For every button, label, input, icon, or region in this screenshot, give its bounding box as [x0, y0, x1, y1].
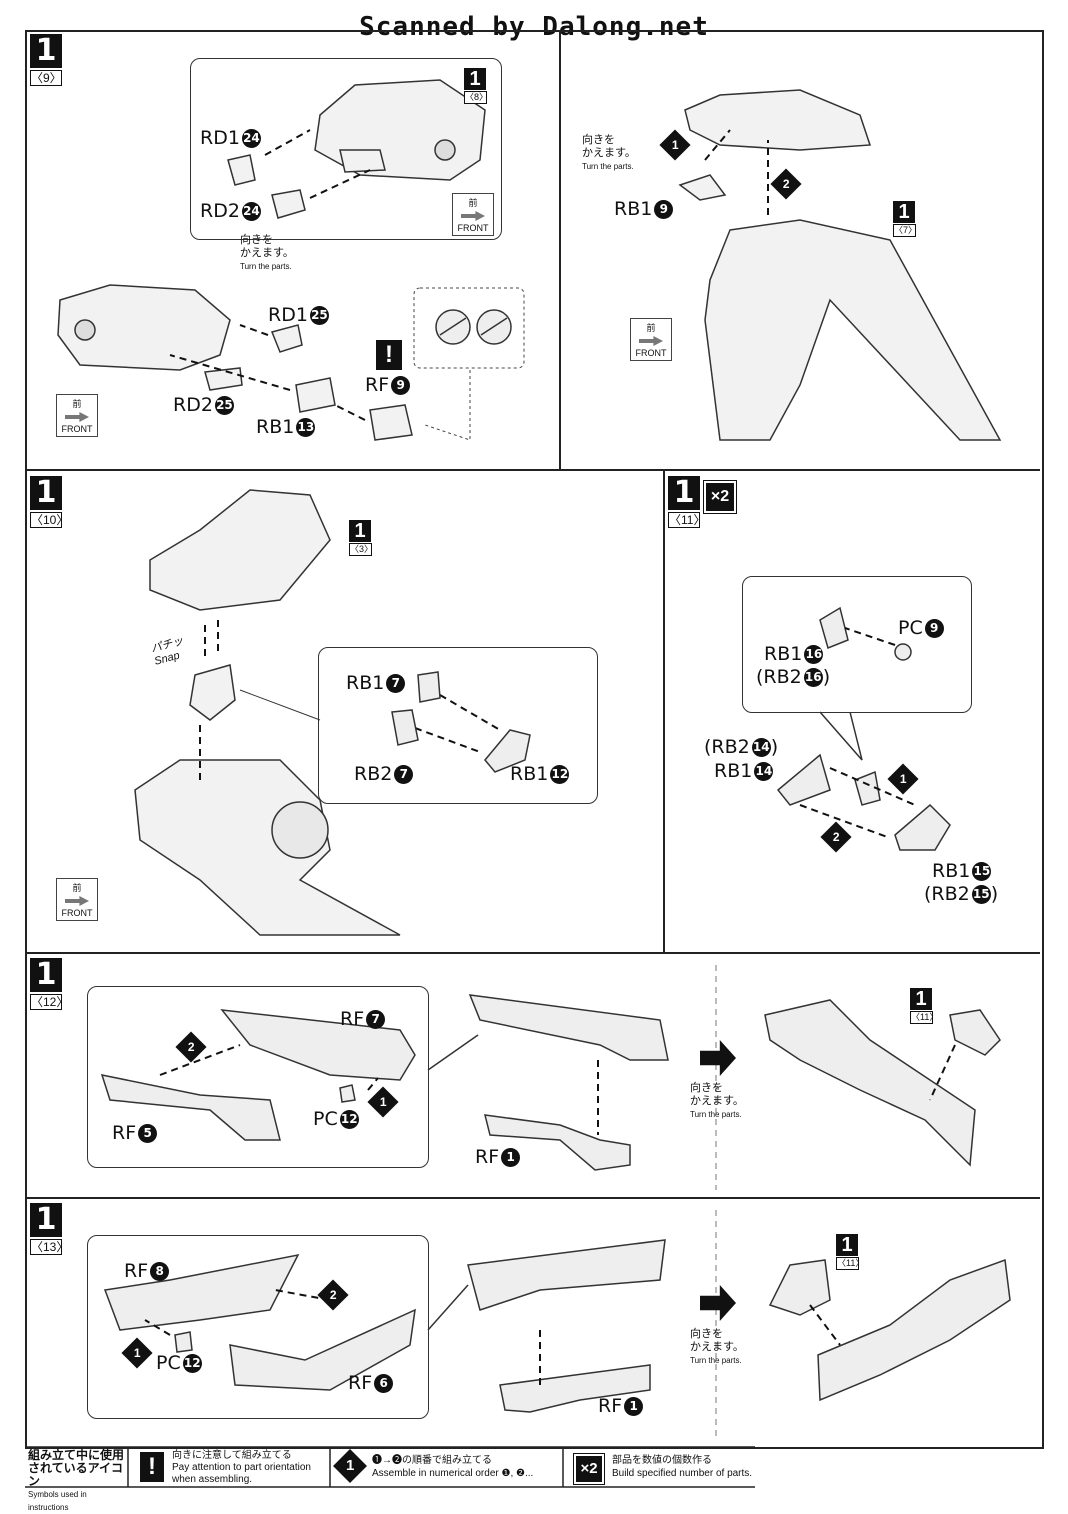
step9-arrows [169, 129, 371, 421]
step9-drawing [57, 79, 486, 441]
step10-ref-sub: 〈3〉 [349, 543, 374, 556]
step11-sub: 〈11〉 [668, 512, 706, 528]
step10-sub: 〈10〉 [30, 512, 69, 528]
turn-note-step9b: 向きをかえます。Turn the parts. [582, 134, 636, 171]
step12-ref-number: 1 [910, 988, 932, 1010]
step13-ref-sub: 〈11〉 [836, 1257, 865, 1270]
step13-drawing [103, 1239, 1011, 1413]
step9-ref-sub: 〈8〉 [464, 91, 489, 104]
multiply-icon: ×2 [703, 480, 737, 514]
step12-callout [87, 986, 429, 1168]
step13-callout [87, 1235, 429, 1419]
step12-sub: 〈12〉 [30, 994, 69, 1010]
step13-ref-number: 1 [836, 1234, 858, 1256]
step9-rf9-detail [413, 287, 525, 369]
step10-ref-number: 1 [349, 520, 371, 542]
scan-credit: Scanned by Dalong.net [359, 12, 709, 42]
turn-note-step12: 向きをかえます。Turn the parts. [690, 1082, 744, 1119]
step12-ref-sub: 〈11〉 [910, 1011, 939, 1024]
step9-number: 1 [30, 34, 62, 68]
legend-title: 組み立て中に使用 されているアイコン Symbols used in instr… [28, 1448, 125, 1513]
step9b-ref-sub: 〈7〉 [893, 224, 918, 237]
legend-multiply-text: 部品を数値の個数作る Build specified number of par… [612, 1455, 753, 1479]
step9-callout [190, 58, 502, 240]
legend-multiply-icon: ×2 [573, 1453, 605, 1485]
step13-sub: 〈13〉 [30, 1239, 69, 1255]
step9-sub: 〈9〉 [30, 70, 62, 86]
step9-ref-number: 1 [464, 68, 486, 90]
step10-number: 1 [30, 476, 62, 510]
step10-drawing [134, 489, 401, 936]
step11-number: 1 [668, 476, 700, 510]
step12-drawing [100, 994, 1001, 1171]
legend-warning-icon: ! [140, 1452, 164, 1482]
step11-drawing [776, 606, 951, 851]
legend-order-text: ❶→❷の順番で組み立てる Assemble in numerical order… [372, 1455, 534, 1479]
step9b-drawing [678, 89, 1002, 441]
turn-note-step9: 向きをかえます。Turn the parts. [240, 234, 294, 271]
step12-number: 1 [30, 958, 62, 992]
step10-callout [318, 647, 598, 804]
warning-icon: ! [376, 340, 402, 370]
step13-number: 1 [30, 1203, 62, 1237]
page-frame [25, 30, 1044, 1449]
turn-note-step13: 向きをかえます。Turn the parts. [690, 1328, 744, 1365]
step9b-ref-number: 1 [893, 201, 915, 223]
step11-callout [742, 576, 972, 713]
step9-callout-tail [424, 370, 471, 441]
legend-warning-text: 向きに注意して組み立てる Pay attention to part orien… [172, 1450, 311, 1485]
